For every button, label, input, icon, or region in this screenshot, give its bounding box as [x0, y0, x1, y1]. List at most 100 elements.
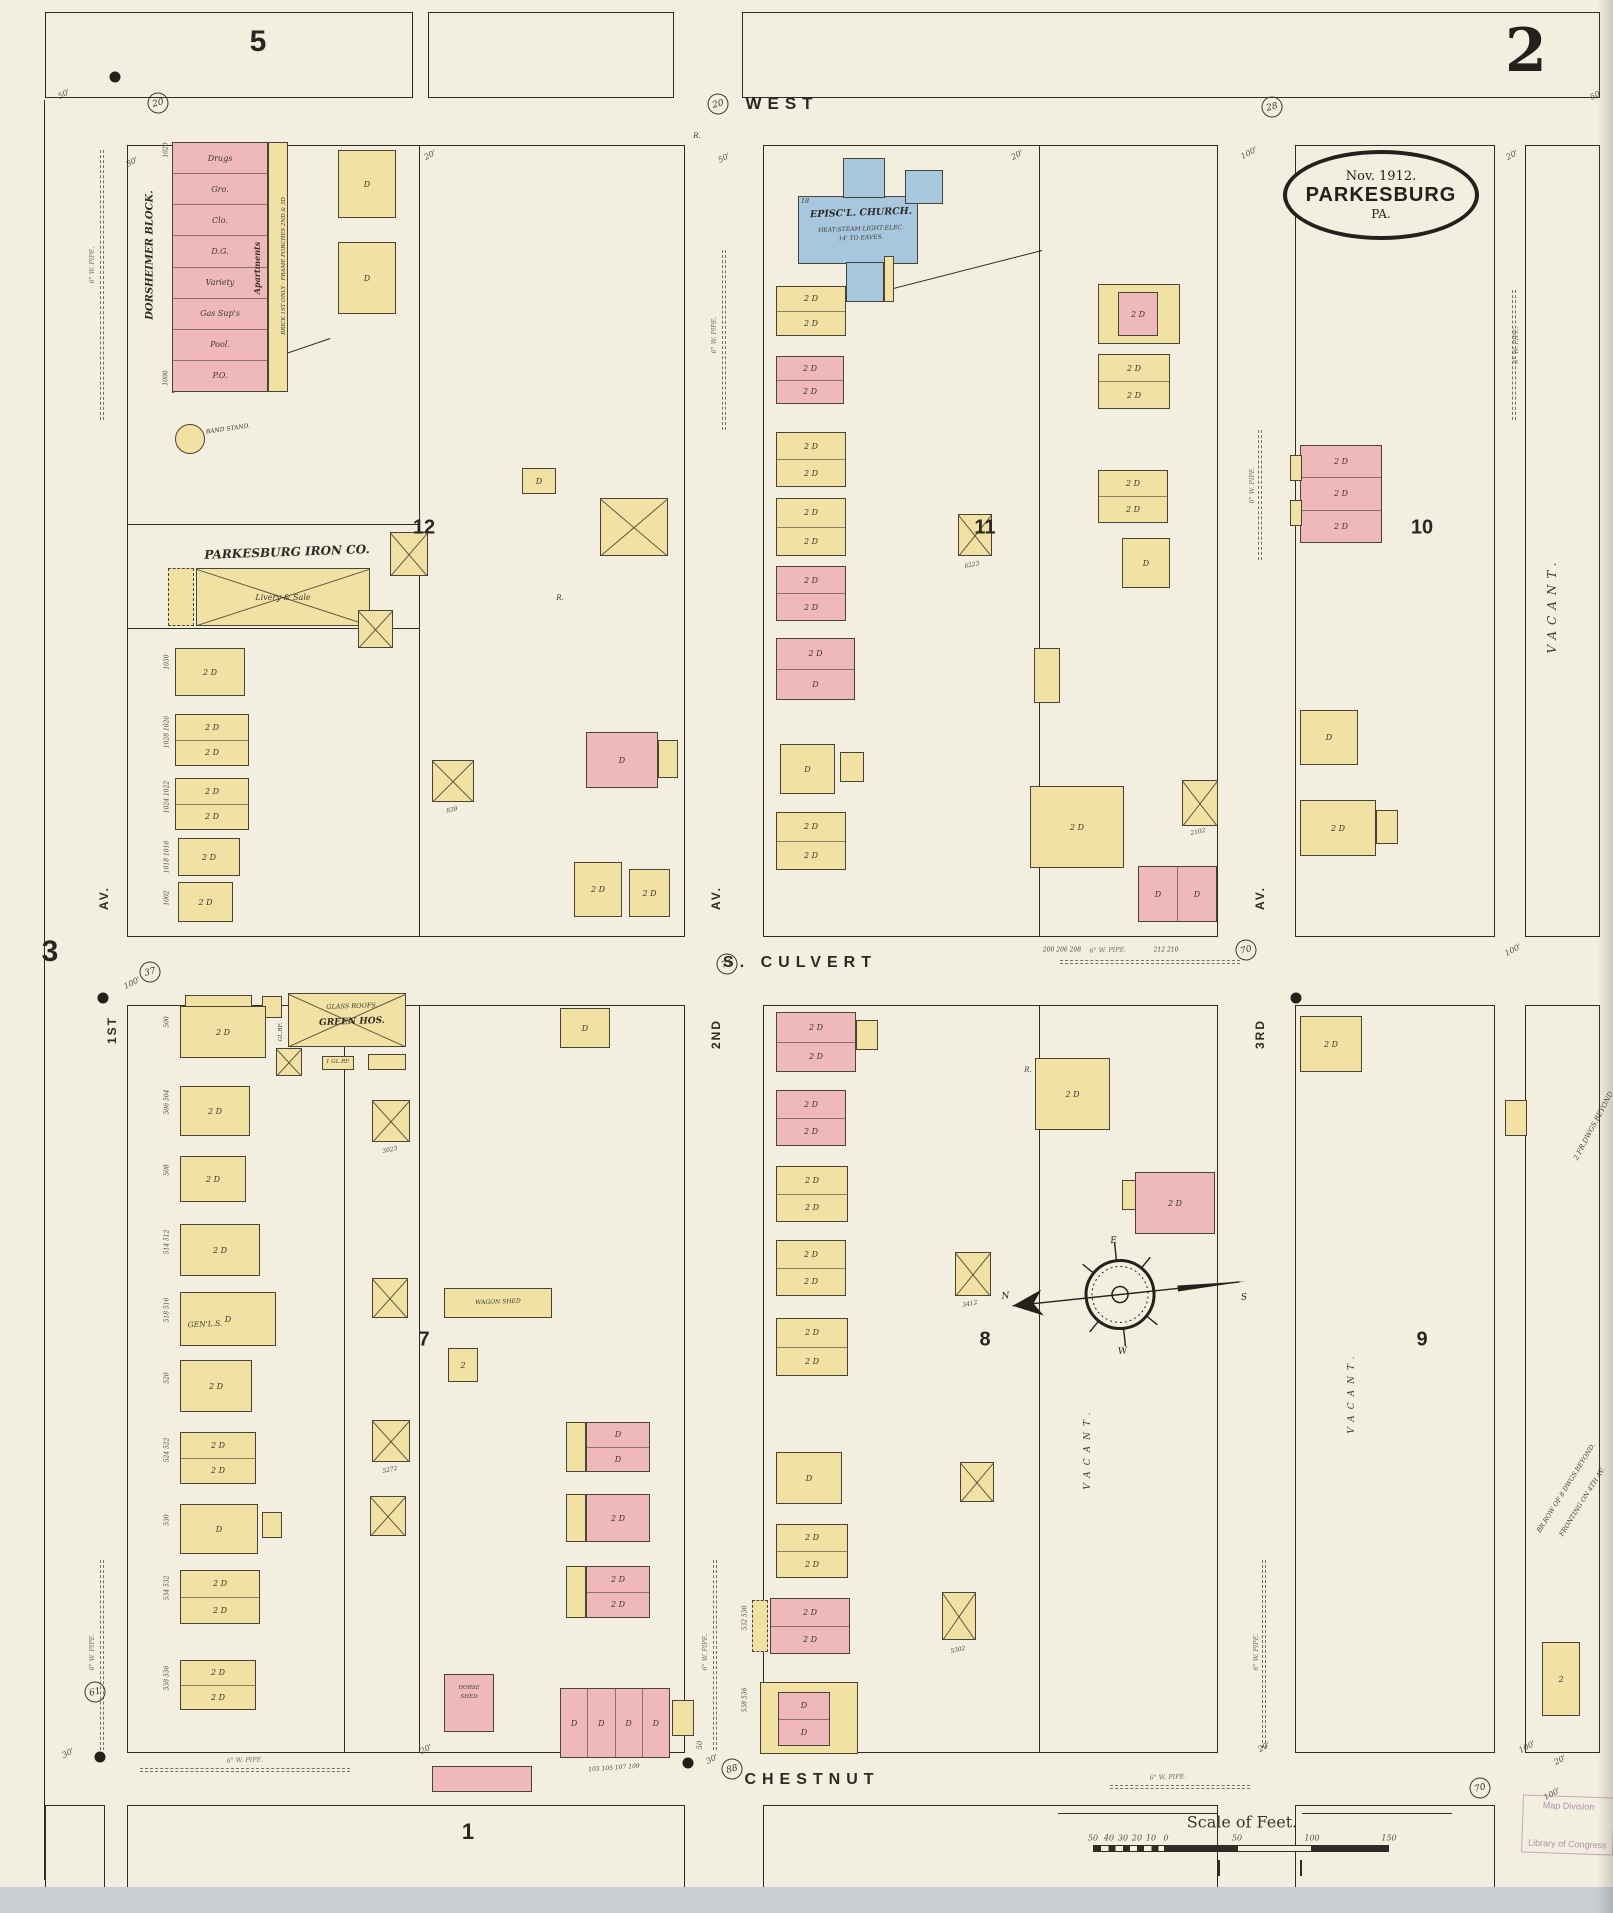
intersection-dot [109, 71, 121, 83]
building [372, 1278, 408, 1318]
building-unit-label: 2 D [610, 1574, 626, 1584]
building: 2 D [629, 869, 670, 917]
house-number-label: 1028 1026 [163, 715, 171, 749]
block-number: 10 [1410, 516, 1434, 539]
map-label: R. [556, 594, 564, 602]
building-unit-label: Drugs [207, 153, 233, 163]
building: 2 D [175, 648, 245, 696]
building [566, 1422, 586, 1472]
dimension-label: 30' [704, 1752, 720, 1766]
house-number-label: 212 210 [1153, 946, 1179, 954]
house-number-label: 530 [163, 1514, 171, 1526]
map-date: Nov. 1912. [1345, 169, 1417, 184]
house-number-label: 1020 [162, 142, 170, 158]
house-number-label: 1018 1016 [163, 840, 171, 874]
building-label: D [363, 179, 371, 189]
building-unit-label: D [587, 1689, 614, 1757]
house-number-label: 538 536 [741, 1687, 749, 1713]
map-line [1058, 1813, 1218, 1815]
building: D [180, 1292, 276, 1346]
house-number-label: 1030 [163, 654, 171, 670]
vacant-label: VACANT. [1545, 556, 1559, 654]
building: 2 D 2 D [180, 1570, 260, 1624]
dimension-label: 100' [1503, 941, 1523, 959]
block-number: 12 [412, 516, 436, 539]
pipe-label: 6" W. PIPE. [88, 246, 96, 284]
map-line [127, 524, 420, 526]
city-block-outline [763, 1005, 1218, 1753]
map-label: GL.RF. [278, 1022, 284, 1042]
building-unit-label: 2 D [803, 508, 819, 518]
building-unit-label: 2 D [181, 1596, 259, 1624]
building [175, 424, 205, 454]
city-block-outline [428, 12, 674, 98]
building [322, 1056, 354, 1070]
building: 2 D [1118, 292, 1158, 336]
building-unit-label: 2 D [181, 1684, 255, 1710]
building-label: 2 D [202, 667, 218, 677]
building [1122, 1180, 1136, 1210]
scale-tick-label: 100 [1304, 1833, 1320, 1843]
building: 2 D [178, 882, 233, 922]
building [856, 1020, 878, 1050]
building [1182, 780, 1218, 826]
building [276, 1048, 302, 1076]
building: 2 D 2 D [776, 356, 844, 404]
building: Livery & Sale [196, 568, 370, 626]
building: 2 D [1035, 1058, 1110, 1130]
intersection-dot [1290, 992, 1302, 1004]
scale-bar-title: Scale of Feet. [1186, 1812, 1298, 1832]
map-label: R. [1024, 1066, 1032, 1074]
building-unit-label: 2 D [1333, 457, 1349, 467]
building [432, 760, 474, 802]
compass-w: W [1118, 1346, 1129, 1354]
building: 2 D [180, 1156, 246, 1202]
building [884, 256, 894, 302]
water-pipe-line [713, 1560, 717, 1750]
building-unit-label: 2 D [808, 649, 823, 659]
building [798, 196, 918, 264]
building-unit-label: 2 D [802, 363, 818, 373]
compass-rose: N E S W [1000, 1236, 1248, 1354]
building [1376, 810, 1398, 844]
map-line [127, 628, 420, 630]
building [444, 1288, 552, 1318]
building [942, 1592, 976, 1640]
house-number-label: 200 206 208 [1042, 946, 1082, 954]
map-label: 18 [800, 197, 810, 205]
building-unit-label: 2 D [777, 310, 845, 336]
building [288, 993, 406, 1047]
city-block-outline [1295, 145, 1495, 937]
building-unit-label: 2 D [210, 1668, 226, 1678]
building-unit-label: D [614, 1689, 642, 1757]
house-number-label: 524 522 [163, 1437, 171, 1463]
building: 2 D [180, 1224, 260, 1276]
map-label: GEN'L.S. [187, 1318, 223, 1330]
pipe-label: 6" W. PIPE. [710, 316, 718, 354]
house-number-label: 508 [163, 1164, 171, 1176]
building-unit-label: 2 D [777, 379, 843, 404]
building-unit-label: 2 D [176, 739, 248, 766]
building-label: 2 D [215, 1027, 231, 1037]
house-number-label: 534 532 [163, 1575, 171, 1601]
page-edge-shadow [1597, 0, 1613, 1913]
building-unit-label: 2 D [176, 803, 248, 830]
map-line [343, 1005, 345, 1753]
map-label: SHED [460, 1694, 478, 1700]
building-unit-label: 2 D [212, 1579, 228, 1589]
building [905, 170, 943, 204]
building-label: 2 D [212, 1245, 228, 1255]
building: 2 D 2 D [180, 1660, 256, 1710]
building-unit-label: 2 D [803, 294, 819, 304]
building-unit-label: D [800, 1701, 808, 1711]
water-pipe-line [1512, 290, 1516, 420]
map-line [1302, 1813, 1452, 1815]
water-pipe-line [1060, 960, 1240, 964]
scale-bar-segment [1237, 1845, 1312, 1852]
building-unit-label: 2 D [804, 1328, 820, 1338]
building: 2 [448, 1348, 478, 1382]
